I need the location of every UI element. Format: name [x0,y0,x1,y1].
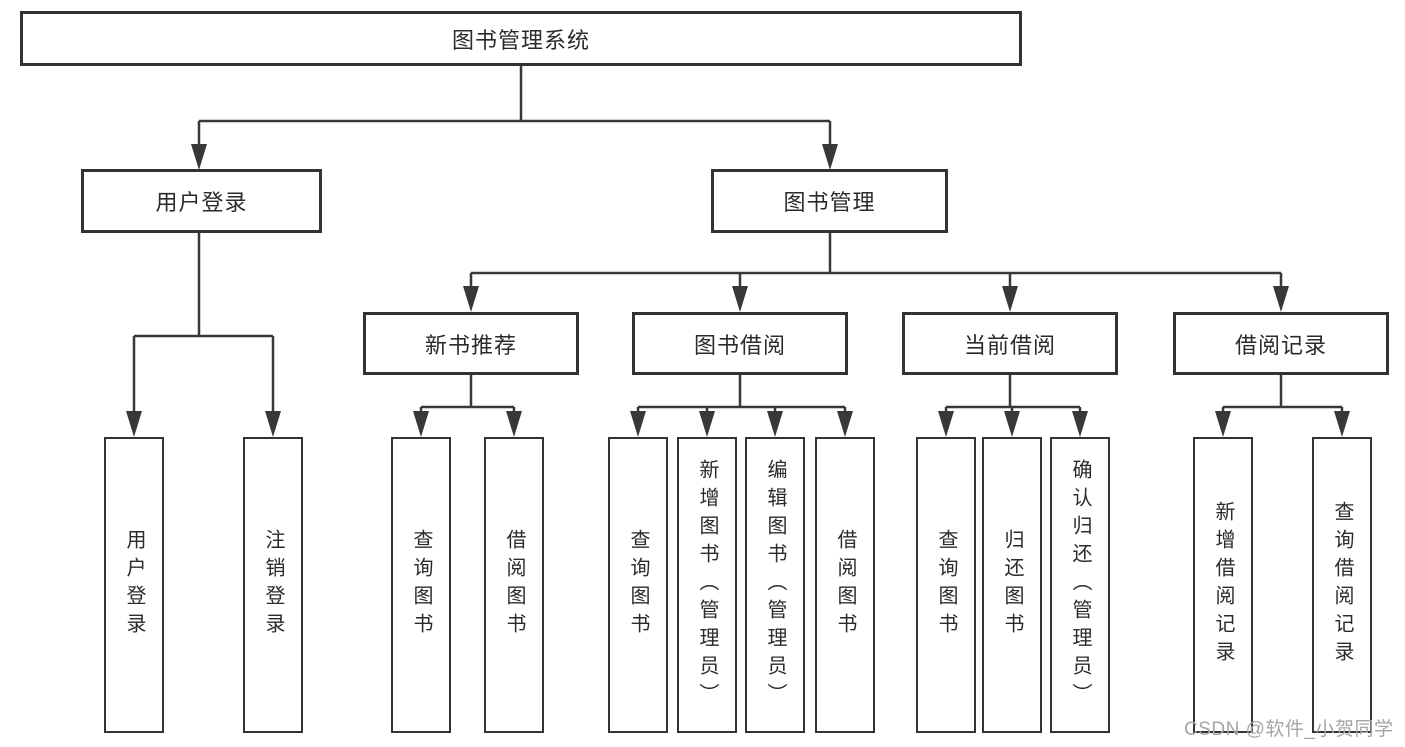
node-leaf-borrow-books-2: 借阅图书 [815,437,875,733]
node-current-borrowing: 当前借阅 [902,312,1118,375]
node-leaf-logout: 注销登录 [243,437,303,733]
node-leaf-query-books-3: 查询图书 [916,437,976,733]
node-leaf-return-books: 归还图书 [982,437,1042,733]
node-leaf-user-login-label: 用户登录 [123,529,145,641]
node-leaf-add-borrow-record: 新增借阅记录 [1193,437,1253,733]
node-leaf-borrow-books-2-label: 借阅图书 [834,529,856,641]
node-leaf-edit-books-admin: 编辑图书（管理员） [745,437,805,733]
node-leaf-edit-books-admin-label: 编辑图书（管理员） [764,459,786,711]
node-leaf-add-books-admin: 新增图书（管理员） [677,437,737,733]
node-book-management: 图书管理 [711,169,948,233]
node-book-borrowing: 图书借阅 [632,312,848,375]
node-new-book-recommendation: 新书推荐 [363,312,579,375]
node-borrowing-records: 借阅记录 [1173,312,1389,375]
node-leaf-query-books-2-label: 查询图书 [627,529,649,641]
node-leaf-confirm-return-admin: 确认归还（管理员） [1050,437,1110,733]
node-leaf-add-borrow-record-label: 新增借阅记录 [1212,501,1234,669]
node-user-login: 用户登录 [81,169,322,233]
node-leaf-confirm-return-admin-label: 确认归还（管理员） [1069,459,1091,711]
node-leaf-borrow-books-1-label: 借阅图书 [503,529,525,641]
node-root: 图书管理系统 [20,11,1022,66]
node-leaf-logout-label: 注销登录 [262,529,284,641]
node-leaf-query-borrow-record: 查询借阅记录 [1312,437,1372,733]
watermark-text: CSDN @软件_小贺同学 [1184,719,1394,740]
node-leaf-query-borrow-record-label: 查询借阅记录 [1331,501,1353,669]
node-leaf-query-books-3-label: 查询图书 [935,529,957,641]
node-leaf-query-books-2: 查询图书 [608,437,668,733]
node-leaf-user-login: 用户登录 [104,437,164,733]
node-leaf-add-books-admin-label: 新增图书（管理员） [696,459,718,711]
node-leaf-return-books-label: 归还图书 [1001,529,1023,641]
node-leaf-query-books-1: 查询图书 [391,437,451,733]
node-leaf-borrow-books-1: 借阅图书 [484,437,544,733]
node-leaf-query-books-1-label: 查询图书 [410,529,432,641]
